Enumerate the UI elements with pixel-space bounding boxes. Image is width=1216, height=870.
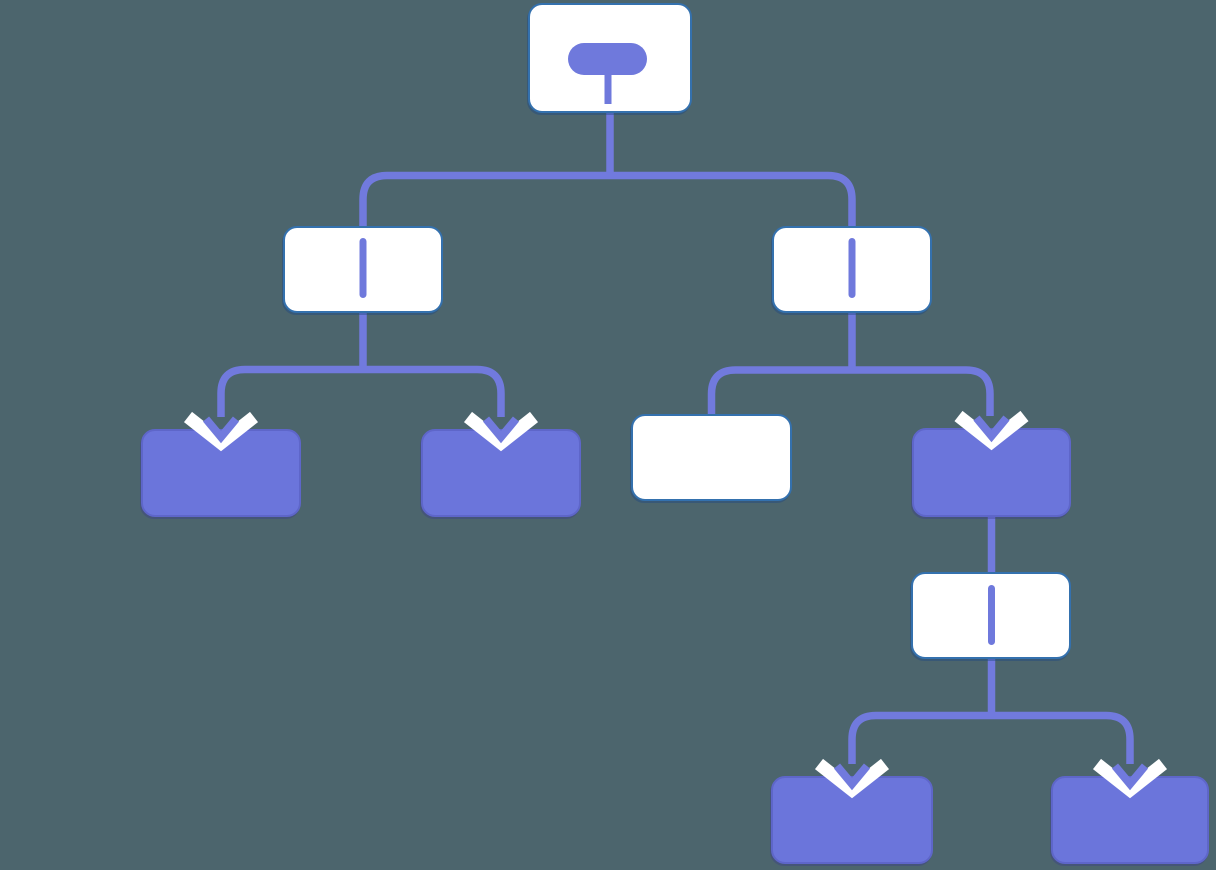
connector-root-children [359,171,856,227]
double-chevron-down-icon [954,410,1029,451]
double-chevron-down-icon [1092,758,1168,799]
double-chevron-down-icon [183,411,259,452]
leaf-3-node-box[interactable] [771,776,933,864]
connector-branch-left-children [217,365,505,417]
leaf-1-node-box[interactable] [141,429,301,517]
tree-node-target[interactable] [912,428,1071,517]
tree-node-leaf-1[interactable] [141,429,301,517]
vertical-line-icon [359,238,367,298]
connector-branch-right-children [707,366,994,416]
connectors [217,111,1134,764]
empty-node-box[interactable] [631,414,792,501]
tree-node-branch-right[interactable] [772,226,932,313]
double-chevron-down-icon [814,758,890,799]
tree-node-root[interactable] [528,3,692,113]
connector-branch-lower-children [848,711,1134,764]
vertical-line-icon [848,238,856,298]
tree-node-branch-left[interactable] [283,226,443,313]
leaf-4-node-box[interactable] [1051,776,1209,864]
leaf-2-node-box[interactable] [421,429,581,517]
vertical-line-icon [988,585,995,645]
tree-node-branch-lower[interactable] [911,572,1071,659]
double-chevron-down-icon [463,411,539,452]
tree-node-leaf-4[interactable] [1051,776,1209,864]
tree-node-leaf-2[interactable] [421,429,581,517]
tree-node-empty[interactable] [631,414,792,501]
target-node-box[interactable] [912,428,1071,517]
tree-node-leaf-3[interactable] [771,776,933,864]
pill-stem-icon [568,43,647,104]
